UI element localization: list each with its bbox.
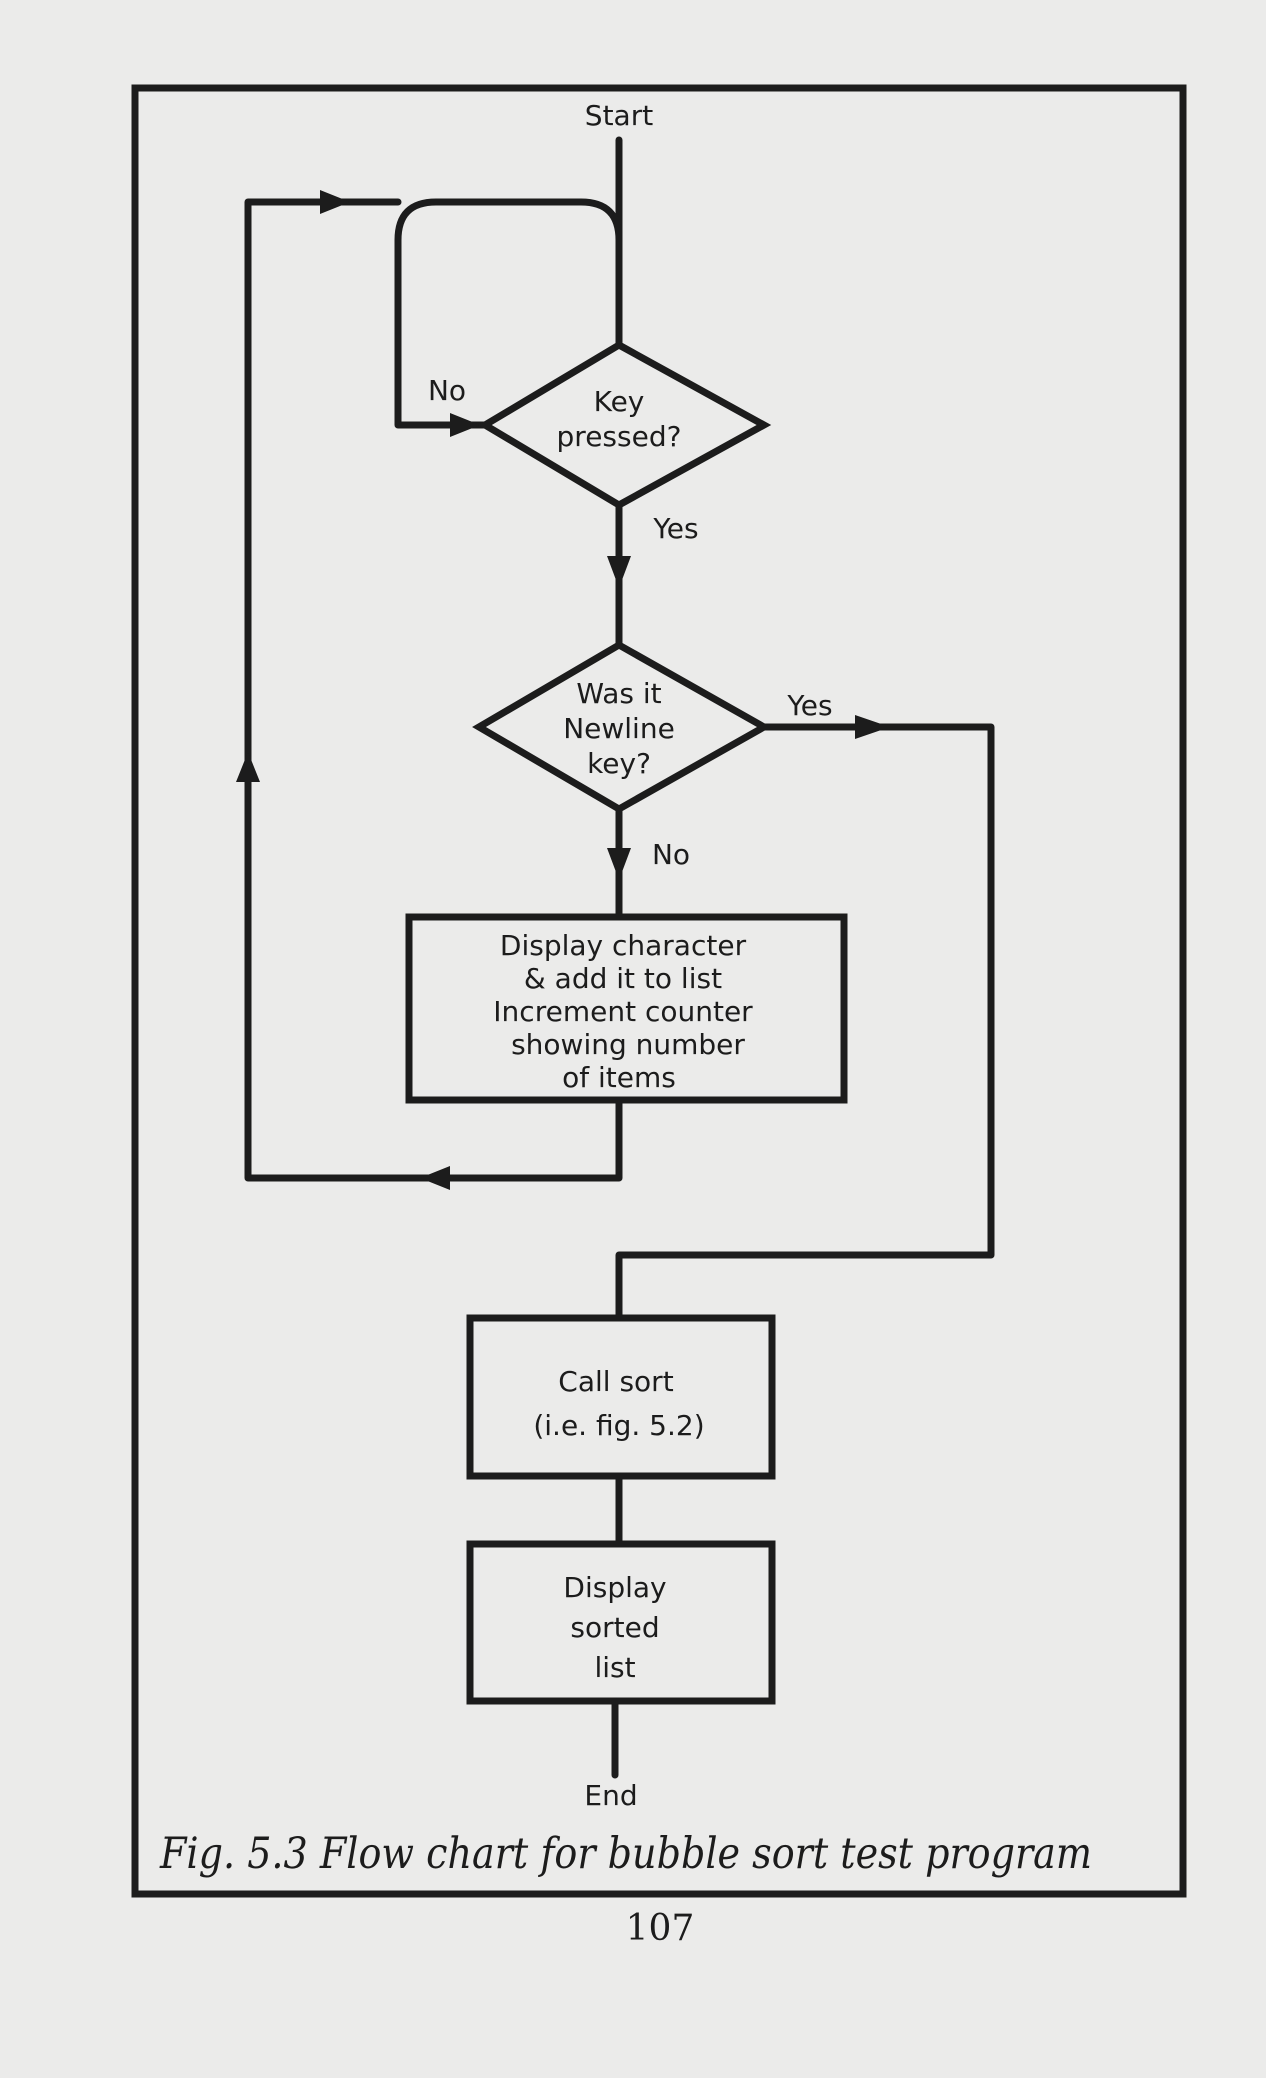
- no-key-arrow-icon: [450, 413, 480, 437]
- page-number: 107: [626, 1908, 695, 1949]
- process-display-character-line-2: & add it to list: [524, 962, 722, 995]
- decision-newline-line-1: Was it: [576, 677, 661, 710]
- decision-key-no-label: No: [428, 374, 466, 407]
- process-display-sorted-line-1: Display: [563, 1571, 666, 1604]
- figure-frame: [131, 84, 1187, 1898]
- process-display-character-line-1: Display character: [500, 929, 747, 962]
- process-display-sorted-line-3: list: [594, 1651, 635, 1684]
- decision-newline-line-2: Newline: [563, 712, 675, 745]
- process-display-character-line-5: of items: [562, 1061, 676, 1094]
- process-display-sorted-list: [466, 1540, 776, 1705]
- newline-no-arrow-icon: [607, 848, 631, 880]
- decision-key-pressed-line-1: Key: [594, 385, 645, 418]
- return-loop-up-arrow-icon: [236, 752, 260, 782]
- process-display-character: [405, 913, 848, 1104]
- start-label: Start: [585, 99, 653, 132]
- process-call-sort-line-2: (i.e. fig. 5.2): [533, 1409, 704, 1442]
- decision-key-yes-label: Yes: [652, 512, 698, 545]
- decision-newline-no-label: No: [652, 838, 690, 871]
- process-display-character-line-4: showing number: [511, 1028, 745, 1061]
- decision-key-pressed-line-2: pressed?: [557, 420, 682, 453]
- decision-newline-line-3: key?: [587, 747, 651, 780]
- process-display-character-line-3: Increment counter: [493, 995, 753, 1028]
- key-yes-arrow-icon: [607, 556, 631, 588]
- decision-newline-yes-label: Yes: [786, 689, 832, 722]
- return-loop-bottom-arrow-icon: [420, 1166, 450, 1190]
- process-display-sorted-line-2: sorted: [570, 1611, 659, 1644]
- newline-yes-arrow-icon: [855, 715, 890, 739]
- end-label: End: [584, 1779, 637, 1812]
- return-loop-top-arrow-icon: [320, 190, 350, 214]
- return-loop-connector: [244, 198, 623, 1182]
- newline-yes-connector: [615, 723, 995, 1322]
- figure-caption: Fig. 5.3 Flow chart for bubble sort test…: [159, 1829, 1092, 1879]
- no-key-loop-connector: [394, 198, 623, 429]
- process-call-sort-line-1: Call sort: [558, 1365, 673, 1398]
